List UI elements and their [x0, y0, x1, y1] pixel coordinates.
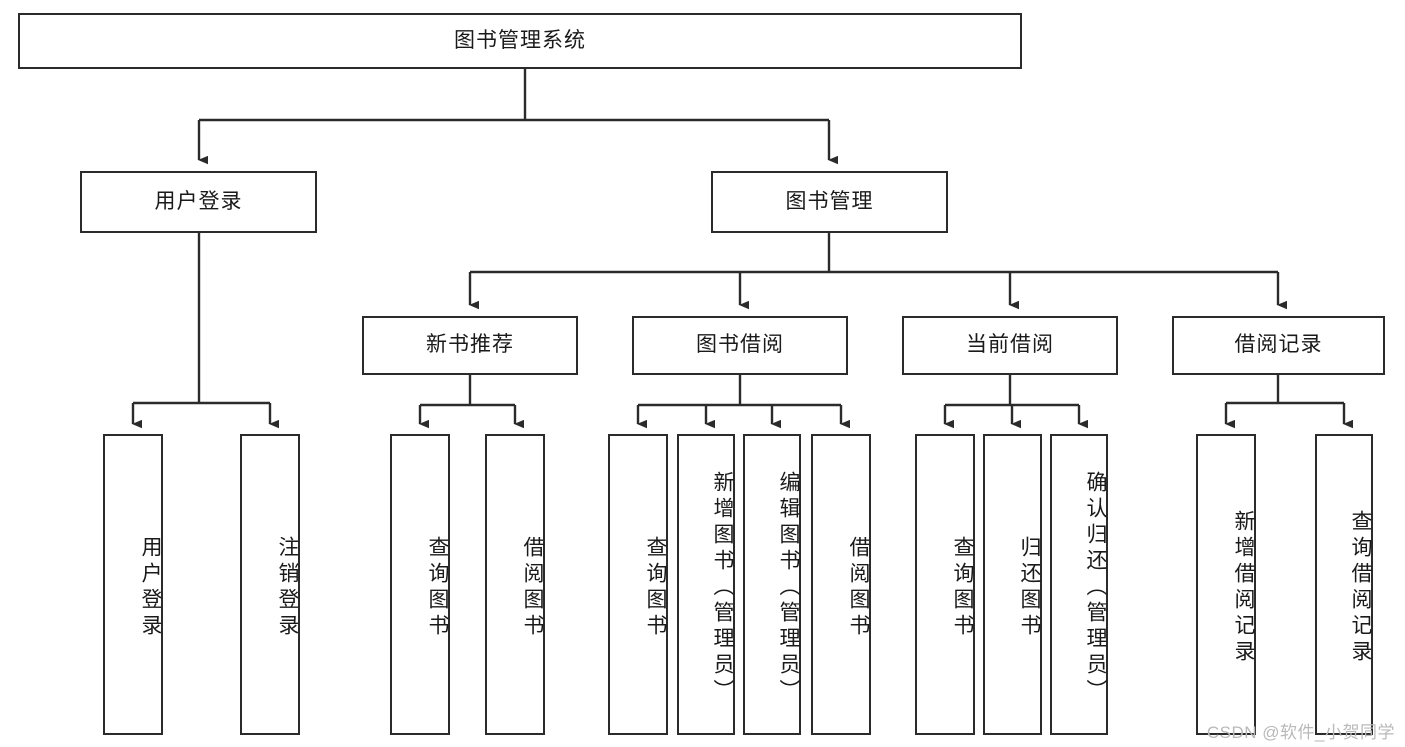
node-root-label: 图书管理系统	[454, 28, 586, 52]
node-borrow-record-label: 借阅记录	[1234, 333, 1323, 357]
leaf-query-book-current-label: 查询图书	[951, 535, 974, 640]
leaf-query-book-borrow-label: 查询图书	[644, 535, 667, 640]
leaf-borrow-book-new[interactable]: 借阅图书	[485, 434, 545, 735]
leaf-query-book-current[interactable]: 查询图书	[915, 434, 975, 735]
leaf-borrow-book-new-label: 借阅图书	[521, 535, 544, 640]
edge-group-book-borrow	[636, 375, 850, 429]
csdn-watermark: CSDN @软件_小贺同学	[1206, 723, 1395, 742]
node-user-login-label: 用户登录	[154, 189, 243, 213]
node-book-borrow[interactable]: 图书借阅	[632, 316, 848, 375]
leaf-add-book-admin-label: 新增图书（管理员）	[711, 470, 734, 705]
edge-group-root	[197, 69, 838, 165]
leaf-user-login[interactable]: 用户登录	[103, 434, 163, 735]
leaf-add-borrow-record-label: 新增借阅记录	[1232, 509, 1255, 666]
node-borrow-record[interactable]: 借阅记录	[1172, 316, 1385, 375]
leaf-confirm-return-admin[interactable]: 确认归还（管理员）	[1050, 434, 1108, 735]
node-book-management[interactable]: 图书管理	[711, 171, 948, 233]
node-root[interactable]: 图书管理系统	[18, 13, 1022, 69]
node-book-management-label: 图书管理	[785, 189, 874, 213]
leaf-query-book-borrow[interactable]: 查询图书	[608, 434, 668, 735]
leaf-confirm-return-admin-label: 确认归还（管理员）	[1084, 470, 1107, 705]
node-current-borrow-label: 当前借阅	[966, 333, 1054, 357]
leaf-add-borrow-record[interactable]: 新增借阅记录	[1196, 434, 1256, 735]
node-current-borrow[interactable]: 当前借阅	[902, 316, 1118, 375]
node-book-borrow-label: 图书借阅	[696, 333, 784, 357]
leaf-query-book-new[interactable]: 查询图书	[390, 434, 450, 735]
node-new-book-recommend-label: 新书推荐	[426, 333, 514, 357]
edge-group-borrow-record	[1224, 375, 1353, 429]
edge-group-current-borrow	[943, 375, 1088, 429]
leaf-edit-book-admin[interactable]: 编辑图书（管理员）	[743, 434, 801, 735]
leaf-user-login-label: 用户登录	[139, 535, 162, 640]
leaf-user-logout[interactable]: 注销登录	[240, 434, 300, 735]
node-new-book-recommend[interactable]: 新书推荐	[362, 316, 578, 375]
edge-group-book-management	[468, 233, 1287, 310]
edge-group-user-login	[131, 233, 279, 429]
leaf-add-book-admin[interactable]: 新增图书（管理员）	[677, 434, 735, 735]
leaf-edit-book-admin-label: 编辑图书（管理员）	[777, 470, 800, 705]
leaf-return-book[interactable]: 归还图书	[983, 434, 1042, 735]
leaf-borrow-book-label: 借阅图书	[847, 535, 870, 640]
leaf-query-borrow-record[interactable]: 查询借阅记录	[1315, 434, 1373, 735]
leaf-borrow-book[interactable]: 借阅图书	[811, 434, 871, 735]
leaf-user-logout-label: 注销登录	[276, 535, 299, 640]
leaf-return-book-label: 归还图书	[1018, 535, 1041, 640]
leaf-query-borrow-record-label: 查询借阅记录	[1349, 509, 1372, 666]
leaf-query-book-new-label: 查询图书	[426, 535, 449, 640]
node-user-login[interactable]: 用户登录	[80, 171, 317, 233]
edge-group-new-book	[418, 375, 524, 429]
